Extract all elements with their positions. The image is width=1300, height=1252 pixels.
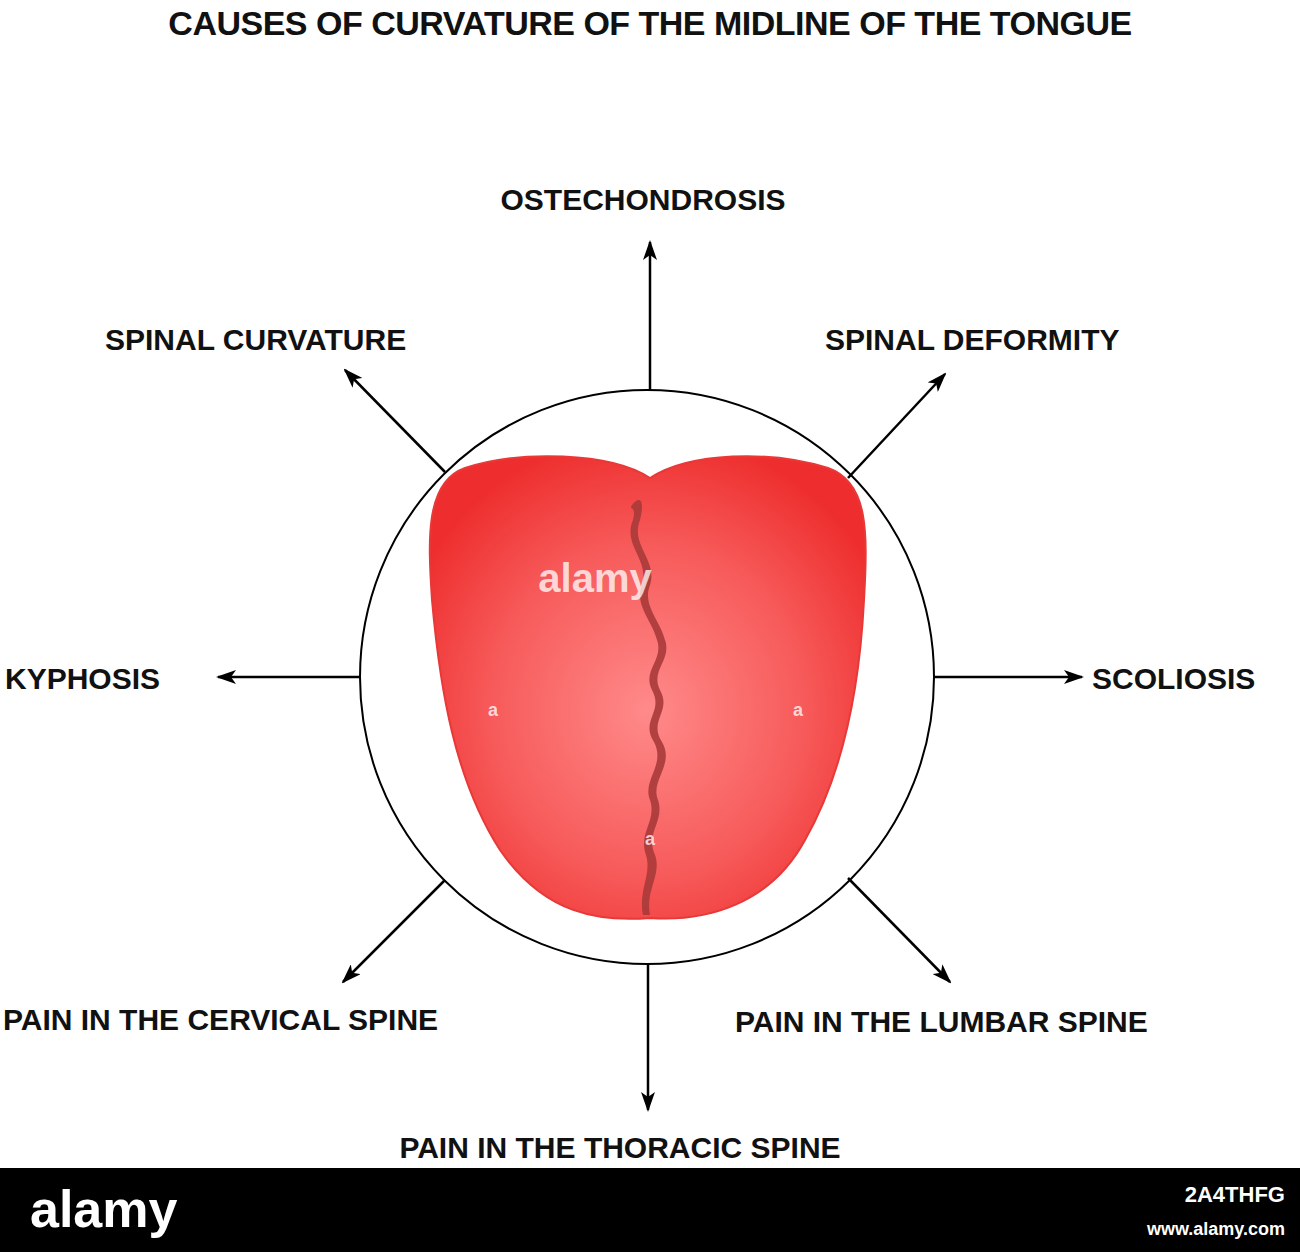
watermark-text: a	[793, 701, 803, 721]
cause-label: SPINAL DEFORMITY	[825, 323, 1119, 356]
cause-label: SCOLIOSIS	[1092, 662, 1255, 695]
tongue	[430, 456, 866, 919]
watermark-url: www.alamy.com	[1147, 1220, 1285, 1240]
arrows	[218, 242, 1082, 1110]
watermark-text: a	[645, 830, 655, 850]
cause-label: PAIN IN THE LUMBAR SPINE	[735, 1005, 1148, 1038]
image-id: 2A4THFG	[1185, 1183, 1285, 1207]
cause-label: KYPHOSIS	[5, 662, 160, 695]
cause-label: SPINAL CURVATURE	[105, 323, 406, 356]
watermark-bar	[0, 1168, 1300, 1252]
watermark-logo: alamy	[30, 1181, 177, 1238]
diagram-title: CAUSES OF CURVATURE OF THE MIDLINE OF TH…	[168, 5, 1131, 42]
watermark-text: alamy	[538, 556, 651, 600]
cause-label: OSTECHONDROSIS	[500, 183, 785, 216]
cause-label: PAIN IN THE CERVICAL SPINE	[3, 1003, 438, 1036]
cause-label: PAIN IN THE THORACIC SPINE	[399, 1131, 840, 1164]
frame-circle	[360, 390, 934, 964]
watermark-text: a	[488, 701, 498, 721]
